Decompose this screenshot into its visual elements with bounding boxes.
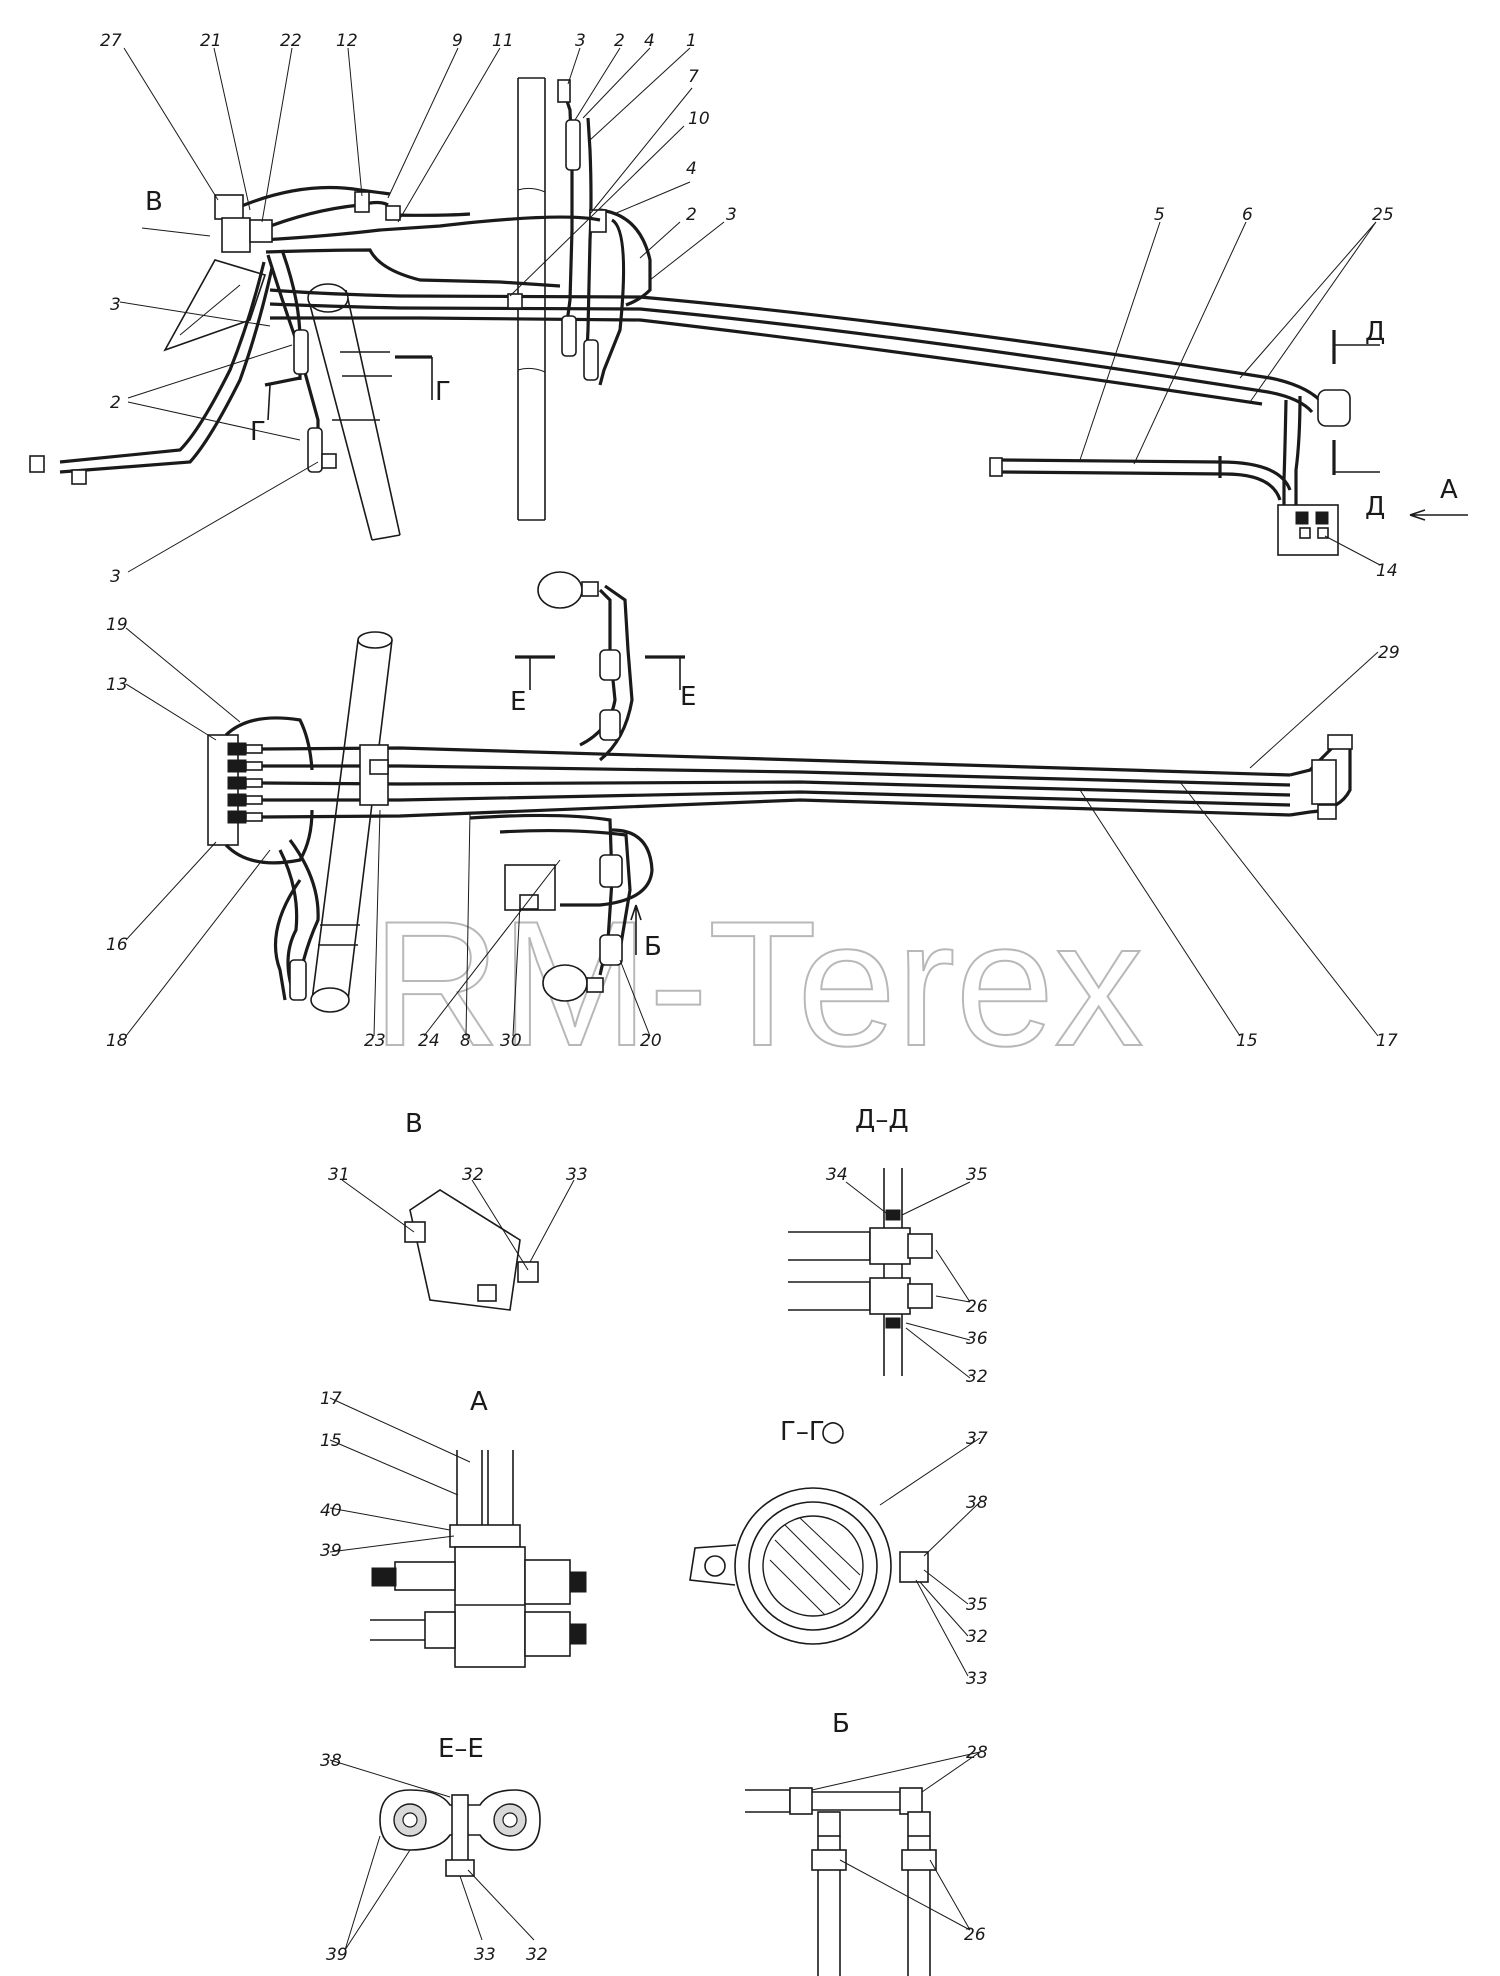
callout-24: 24 — [418, 1031, 440, 1051]
detail-a-title: А — [470, 1387, 488, 1417]
callout-38b: 38 — [320, 1751, 342, 1771]
callout-32b: 32 — [966, 1367, 988, 1387]
callout-15a: 15 — [1236, 1031, 1258, 1051]
callout-13: 13 — [106, 675, 128, 695]
detail-a: А — [370, 1387, 587, 1668]
control-valve-14 — [1277, 504, 1339, 556]
callout-7: 7 — [688, 67, 699, 87]
watermark: RM-Terex — [372, 884, 1143, 1083]
callout-12: 12 — [336, 31, 358, 51]
distributor-13 — [207, 734, 263, 846]
callout-21: 21 — [200, 31, 222, 51]
detail-dd-title: Д–Д — [855, 1105, 909, 1135]
detail-d-d: Д–Д — [788, 1105, 933, 1376]
callout-17b: 17 — [320, 1389, 342, 1409]
callout-29: 29 — [1378, 643, 1400, 663]
section-g-label-left: Г — [250, 417, 266, 447]
callout-19: 19 — [106, 615, 128, 635]
detail-v: В — [404, 1109, 539, 1311]
callout-11: 11 — [492, 31, 514, 51]
callout-16: 16 — [106, 935, 128, 955]
detail-v-title: В — [405, 1109, 423, 1139]
callout-22: 22 — [280, 31, 302, 51]
callout-25: 25 — [1372, 205, 1394, 225]
callout-26b: 26 — [964, 1925, 986, 1945]
callout-4a: 4 — [644, 31, 655, 51]
section-e-label-left: Е — [510, 687, 526, 717]
callout-33b: 33 — [966, 1669, 988, 1689]
callout-3b: 3 — [726, 205, 737, 225]
callout-33a: 33 — [566, 1165, 588, 1185]
detail-b: Б — [745, 1709, 937, 1976]
callout-23: 23 — [364, 1031, 386, 1051]
section-d-label-bottom: Д — [1365, 492, 1385, 522]
callout-37: 37 — [966, 1429, 988, 1449]
callout-3d: 3 — [110, 567, 121, 587]
callout-35a: 35 — [966, 1165, 988, 1185]
callout-36: 36 — [966, 1329, 988, 1349]
callout-33c: 33 — [474, 1945, 496, 1965]
callout-15b: 15 — [320, 1431, 342, 1451]
view-v-label: В — [145, 187, 163, 217]
detail-e-e: Е–Е — [379, 1734, 541, 1877]
callout-1: 1 — [686, 31, 697, 51]
callout-4b: 4 — [686, 159, 697, 179]
detail-g-g: Г–Г — [689, 1417, 929, 1645]
view-b-arrow-label: Б — [644, 932, 662, 962]
callout-6: 6 — [1242, 205, 1253, 225]
callout-2a: 2 — [614, 31, 625, 51]
callout-numbers: 27 21 22 12 9 11 3 2 4 1 7 10 4 2 3 3 2 … — [100, 31, 1400, 1965]
callout-2c: 2 — [110, 393, 121, 413]
callout-3a: 3 — [575, 31, 586, 51]
callout-39a: 39 — [320, 1541, 342, 1561]
detail-gg-title: Г–Г — [780, 1417, 825, 1447]
view-a-arrow-label: А — [1440, 475, 1458, 505]
callout-8: 8 — [460, 1031, 471, 1051]
callout-35b: 35 — [966, 1595, 988, 1615]
detail-b-title: Б — [832, 1709, 850, 1739]
callout-39b: 39 — [326, 1945, 348, 1965]
callout-38a: 38 — [966, 1493, 988, 1513]
callout-10: 10 — [688, 109, 710, 129]
section-g-label-right: Г — [435, 377, 451, 407]
callout-20: 20 — [640, 1031, 662, 1051]
callout-2b: 2 — [686, 205, 697, 225]
callout-27: 27 — [100, 31, 122, 51]
callout-32a: 32 — [462, 1165, 484, 1185]
callout-32c: 32 — [966, 1627, 988, 1647]
section-d-label-top: Д — [1365, 317, 1385, 347]
callout-31: 31 — [328, 1165, 350, 1185]
callout-3c: 3 — [110, 295, 121, 315]
callout-28: 28 — [966, 1743, 988, 1763]
callout-30: 30 — [500, 1031, 522, 1051]
callout-34: 34 — [826, 1165, 848, 1185]
callout-40: 40 — [320, 1501, 342, 1521]
section-e-label-right: Е — [680, 682, 696, 712]
callout-14: 14 — [1376, 561, 1398, 581]
fitting-v-location — [214, 194, 273, 253]
callout-32d: 32 — [526, 1945, 548, 1965]
leader-lines — [119, 47, 1381, 1951]
callout-26a: 26 — [966, 1297, 988, 1317]
detail-ee-title: Е–Е — [438, 1734, 484, 1764]
callout-18: 18 — [106, 1031, 128, 1051]
upper-main-view: Г Г Д Д А В — [29, 77, 1468, 556]
callout-17a: 17 — [1376, 1031, 1398, 1051]
callout-5: 5 — [1154, 205, 1165, 225]
callout-9: 9 — [452, 31, 463, 51]
